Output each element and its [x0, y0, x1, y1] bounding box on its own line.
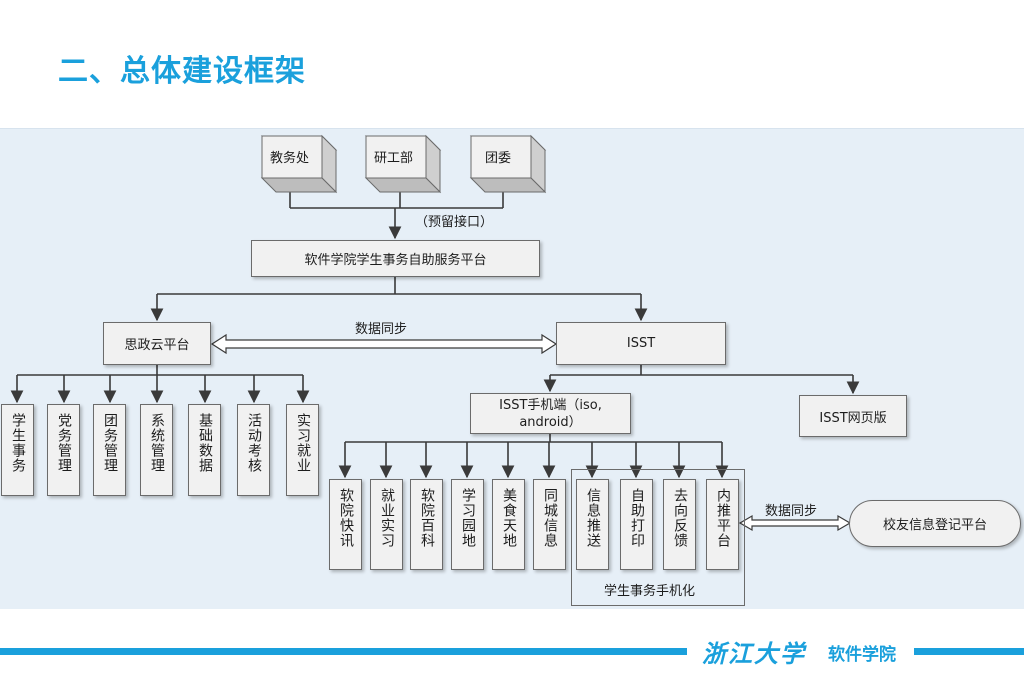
isst-box: ISST — [556, 322, 726, 365]
szy-child-system-management: 系统管理 — [140, 404, 173, 496]
szy-child-activity-assessment: 活动考核 — [237, 404, 270, 496]
mobile-child-print: 自助打印 — [620, 479, 653, 570]
source-jiaowuchu: 教务处 — [270, 151, 310, 166]
alumni-platform-oval: 校友信息登记平台 — [849, 500, 1021, 547]
zju-logo: 浙江大学 — [702, 639, 806, 668]
mobile-child-city-info: 同城信息 — [533, 479, 566, 570]
software-college-label: 软件学院 — [828, 645, 896, 665]
mobile-affairs-group — [571, 469, 745, 606]
isst-web-box: ISST网页版 — [799, 395, 907, 437]
mobile-child-food: 美食天地 — [492, 479, 525, 570]
szy-child-internship-employment: 实习就业 — [286, 404, 319, 496]
source-tuanwei: 团委 — [485, 151, 512, 166]
footer-line-left — [0, 648, 687, 655]
mobile-child-wiki: 软院百科 — [410, 479, 443, 570]
mobile-child-study: 学习园地 — [451, 479, 484, 570]
sync-label-1: 数据同步 — [355, 322, 408, 337]
mobile-child-referral: 内推平台 — [706, 479, 739, 570]
sync-label-2: 数据同步 — [765, 504, 818, 519]
source-cubes — [260, 134, 547, 194]
isst-mobile-line1: ISST手机端（iso, — [499, 397, 602, 413]
reserved-interface-label: （预留接口） — [415, 215, 494, 230]
sync-arrow-1 — [210, 333, 558, 355]
isst-mobile-box: ISST手机端（iso, android） — [470, 393, 631, 434]
mobile-child-news: 软院快讯 — [329, 479, 362, 570]
mobile-child-destination: 去向反馈 — [663, 479, 696, 570]
szy-child-student-affairs: 学生事务 — [1, 404, 34, 496]
mobile-child-push: 信息推送 — [576, 479, 609, 570]
szy-child-league-affairs: 团务管理 — [93, 404, 126, 496]
szy-platform-box: 思政云平台 — [103, 322, 211, 365]
page-title: 二、总体建设框架 — [58, 54, 306, 89]
szy-child-party-affairs: 党务管理 — [47, 404, 80, 496]
mobile-child-jobs: 就业实习 — [370, 479, 403, 570]
szy-child-basic-data: 基础数据 — [188, 404, 221, 496]
self-service-platform-box: 软件学院学生事务自助服务平台 — [251, 240, 540, 277]
footer-line-right — [914, 648, 1024, 655]
isst-mobile-line2: android） — [519, 414, 582, 430]
mobile-affairs-group-label: 学生事务手机化 — [604, 584, 696, 599]
source-yangongbu: 研工部 — [374, 151, 414, 166]
